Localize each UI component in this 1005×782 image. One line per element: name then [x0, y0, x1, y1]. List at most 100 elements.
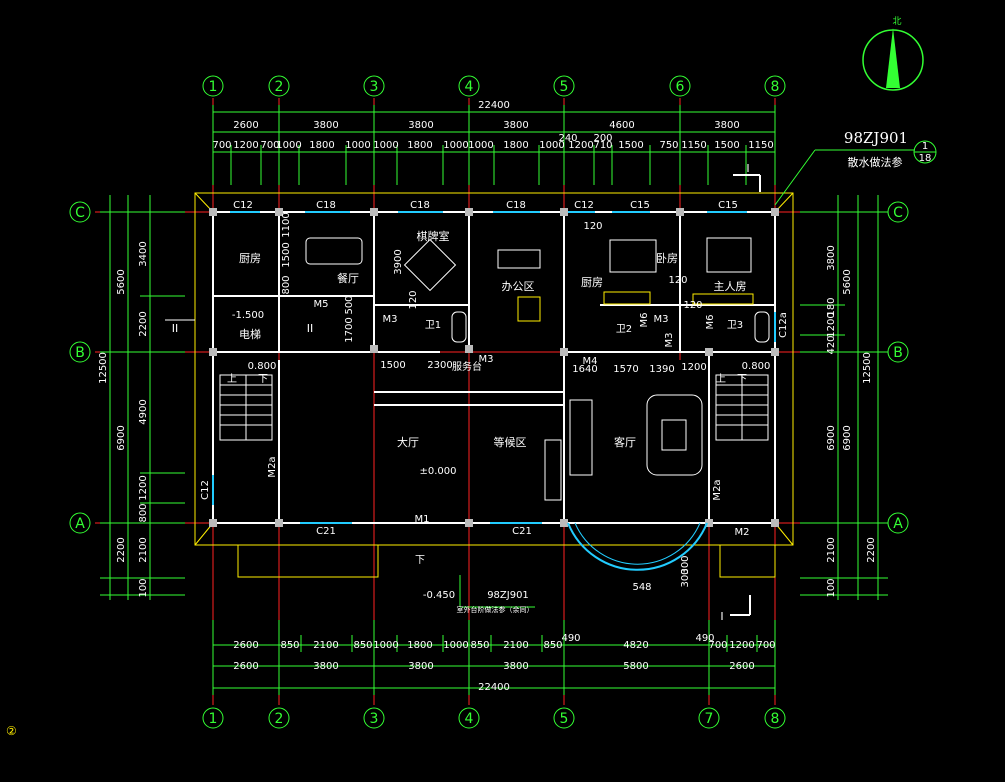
window-tag-6: C15 — [630, 200, 650, 211]
axis-top-8: 8 — [771, 79, 780, 95]
left-inner-dim-5: 800 — [138, 503, 149, 522]
top-dim-row2-4: 1000 — [276, 140, 301, 151]
bottom-dim-row1-4: 850 — [353, 640, 372, 651]
top-dim-row2-16: 750 — [659, 140, 678, 151]
stairs-right — [715, 374, 769, 441]
left-inner-dim-3: 4900 — [138, 399, 149, 424]
bottom-dim-row1-13: 1200 — [729, 640, 754, 651]
window-tag-11: C12a — [778, 312, 789, 338]
top-dim-row1-3: 3800 — [408, 120, 433, 131]
inner-dim-5: 120 — [408, 290, 419, 309]
axis-bottom-8: 8 — [771, 711, 780, 727]
door-tag-4: M2a — [712, 479, 723, 500]
left-mid-dim-1: 5600 — [116, 269, 127, 294]
bottom-dim-row1-11: 4820 — [623, 640, 648, 651]
ref-main-subtitle: 散水做法参 — [848, 155, 903, 169]
right-total-dim: 12500 — [862, 352, 873, 384]
door-tag-10: M5 — [314, 299, 329, 310]
top-extra-dim-1: 240 — [558, 133, 577, 144]
room-wc2: 卫2 — [616, 324, 632, 335]
axis-top-5-circle — [553, 75, 575, 97]
window-tag-2: C18 — [316, 200, 336, 211]
axis-bottom-4: 4 — [465, 711, 474, 727]
top-dim-row2-6: 1000 — [345, 140, 370, 151]
axis-bottom-3: 3 — [370, 711, 379, 727]
right-dimension-lines — [800, 195, 888, 600]
axis-bubbles-right: CBA — [887, 201, 909, 534]
inner-dim-12: 120 — [683, 300, 702, 311]
window-tag-4: C18 — [506, 200, 526, 211]
left-outer-dim-1: 2200 — [116, 537, 127, 562]
axis-left-C: C — [75, 205, 85, 221]
axis-bottom-4-circle — [458, 707, 480, 729]
top-dim-row2-18: 1500 — [714, 140, 739, 151]
section-mark-left: II — [172, 322, 179, 335]
columns — [209, 208, 779, 527]
axis-bottom-2-circle — [268, 707, 290, 729]
stair-down-left: 下 — [258, 374, 268, 385]
top-dim-row1-6: 3800 — [714, 120, 739, 131]
axis-bottom-8-circle — [764, 707, 786, 729]
axis-left-B-circle — [69, 341, 91, 363]
axis-bubbles-left: CBA — [69, 201, 91, 534]
top-total-dim: 22400 — [478, 100, 510, 111]
inner-dim-16: 1200 — [681, 362, 706, 373]
right-inner-dim-1: 3800 — [826, 245, 837, 270]
inner-dim-10: 120 — [583, 221, 602, 232]
axis-bottom-1: 1 — [209, 711, 218, 727]
bottom-extra-dim-1: 490 — [561, 633, 580, 644]
inner-dim-7: 1700 — [344, 317, 355, 342]
level-elevator: -1.500 — [232, 310, 264, 321]
level-entry: -0.450 — [423, 590, 455, 601]
bottom-dim-row1-6: 1800 — [407, 640, 432, 651]
room-wc3: 卫3 — [727, 320, 743, 331]
door-tag-5: M3 — [383, 314, 398, 325]
ref-small-code: 98ZJ901 — [487, 590, 529, 601]
windows — [212, 211, 776, 571]
axis-top-5: 5 — [560, 79, 569, 95]
bottom-dim-row1-2: 850 — [280, 640, 299, 651]
axis-right-B: B — [893, 345, 903, 361]
door-tag-11: M6 — [639, 313, 650, 328]
room-master: 主人房 — [714, 280, 747, 293]
top-dim-row2-17: 1150 — [681, 140, 706, 151]
top-extra-dim-2: 200 — [593, 133, 612, 144]
top-dim-row1-2: 3800 — [313, 120, 338, 131]
axis-bottom-2: 2 — [275, 711, 284, 727]
window-tag-8: C21 — [316, 526, 336, 537]
furniture — [305, 237, 770, 501]
bottom-dim-row2-3: 3800 — [408, 661, 433, 672]
top-dim-row2-15: 1500 — [618, 140, 643, 151]
top-dim-row1-4: 3800 — [503, 120, 528, 131]
bottom-dim-row2-5: 5800 — [623, 661, 648, 672]
right-mid-dim-2: 6900 — [842, 425, 853, 450]
inner-dim-4: 3900 — [393, 249, 404, 274]
axis-top-2-circle — [268, 75, 290, 97]
top-dim-row2-19: 1150 — [748, 140, 773, 151]
bottom-dim-row2-6: 2600 — [729, 661, 754, 672]
corner-mark: ② — [6, 724, 17, 738]
top-dim-row2-8: 1800 — [407, 140, 432, 151]
door-tag-9: M4 — [583, 356, 598, 367]
axis-top-3-circle — [363, 75, 385, 97]
top-dim-row2-13: 1200 — [568, 140, 593, 151]
north-label: 北 — [892, 16, 901, 27]
axis-left-A-circle — [69, 512, 91, 534]
door-tag-8: M3 — [664, 333, 675, 348]
bottom-dimension-lines — [212, 620, 776, 695]
room-chess: 棋牌室 — [417, 229, 450, 243]
axis-top-1-circle — [202, 75, 224, 97]
top-dim-row2-5: 1800 — [309, 140, 334, 151]
top-dim-row1-1: 2600 — [233, 120, 258, 131]
north-arrow — [862, 28, 924, 91]
bottom-dim-row1-10: 850 — [543, 640, 562, 651]
axis-right-A-circle — [887, 512, 909, 534]
inner-dim-6: 500 — [344, 295, 355, 314]
section-mark-inner: II — [307, 322, 314, 335]
